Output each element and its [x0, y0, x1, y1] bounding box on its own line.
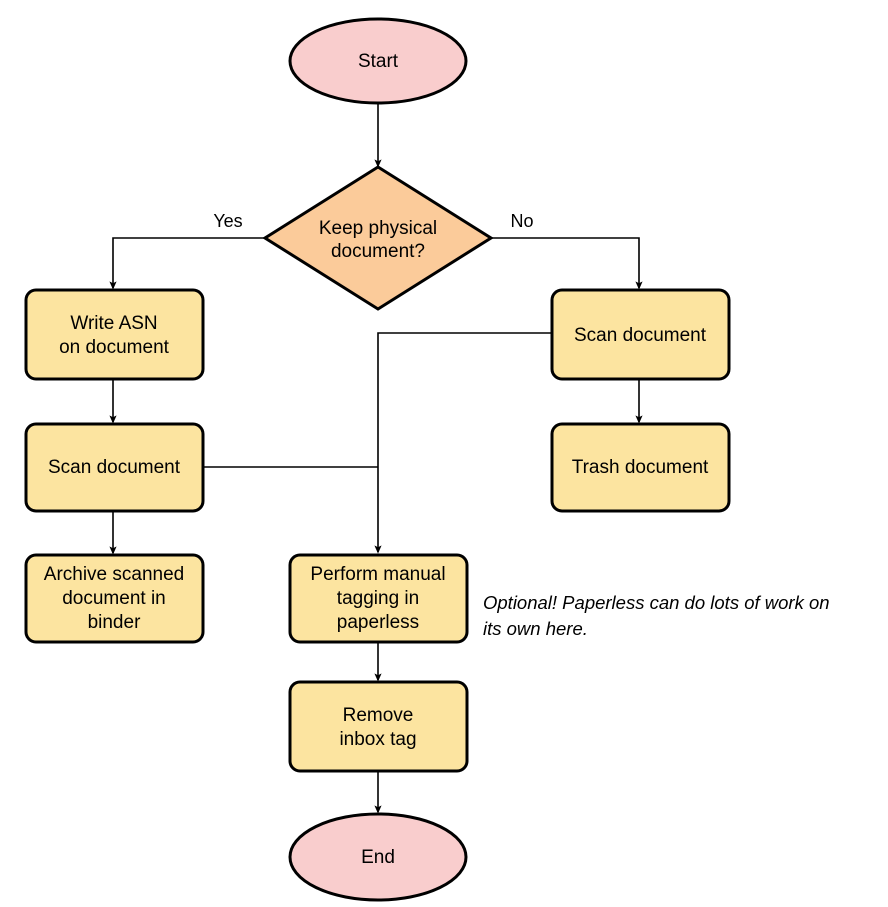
node-end[interactable]: End: [288, 812, 468, 902]
start-label: Start: [358, 51, 399, 72]
archive-box-shape: [24, 553, 205, 644]
tagging-box-shape: [288, 553, 469, 644]
node-decision-keep-physical-document[interactable]: Keep physical document?: [262, 165, 494, 311]
tagging-label-line1: Perform manual: [310, 564, 445, 585]
write-asn-label-line2: on document: [59, 337, 170, 358]
write-asn-box-shape: [24, 288, 205, 381]
node-remove-inbox-tag[interactable]: Remove inbox tag: [288, 680, 469, 773]
edge-decision-no-to-scan-right: [491, 237, 643, 290]
remove-inbox-label-line1: Remove: [343, 705, 414, 726]
scan-right-label: Scan document: [574, 325, 707, 346]
trash-label: Trash document: [572, 457, 709, 478]
optional-note-line2: its own here.: [483, 618, 588, 639]
remove-inbox-box-shape: [288, 680, 469, 773]
annotation-optional-note: Optional! Paperless can do lots of work …: [483, 592, 830, 639]
start-ellipse-shape: [288, 17, 468, 105]
node-perform-manual-tagging[interactable]: Perform manual tagging in paperless: [288, 553, 469, 644]
tagging-label-line3: paperless: [337, 612, 419, 633]
node-archive-scanned-document[interactable]: Archive scanned document in binder: [24, 553, 205, 644]
node-trash-document[interactable]: Trash document: [550, 422, 731, 513]
edge-label-no: No: [510, 211, 533, 231]
scan-right-box-shape: [550, 288, 731, 381]
archive-label-line1: Archive scanned: [44, 564, 184, 585]
trash-box-shape: [550, 422, 731, 513]
decision-diamond-shape: [262, 165, 494, 311]
tagging-label-line2: tagging in: [337, 588, 419, 609]
archive-label-line3: binder: [88, 612, 141, 633]
decision-label-line2: document?: [331, 241, 425, 262]
remove-inbox-label-line2: inbox tag: [339, 729, 416, 750]
end-ellipse-shape: [288, 812, 468, 902]
node-scan-document-left[interactable]: Scan document: [24, 422, 205, 513]
edge-decision-yes-to-write-asn: [109, 237, 264, 290]
decision-label-line1: Keep physical: [319, 218, 437, 239]
optional-note-line1: Optional! Paperless can do lots of work …: [483, 592, 830, 613]
archive-label-line2: document in: [62, 588, 166, 609]
edge-scan-right-to-tagging: [374, 332, 551, 554]
node-start[interactable]: Start: [288, 17, 468, 105]
edge-label-yes: Yes: [213, 211, 242, 231]
scan-left-label: Scan document: [48, 457, 181, 478]
node-write-asn-on-document[interactable]: Write ASN on document: [24, 288, 205, 381]
end-label: End: [361, 847, 395, 868]
node-scan-document-right[interactable]: Scan document: [550, 288, 731, 381]
scan-left-box-shape: [24, 422, 205, 513]
write-asn-label-line1: Write ASN: [70, 313, 157, 334]
